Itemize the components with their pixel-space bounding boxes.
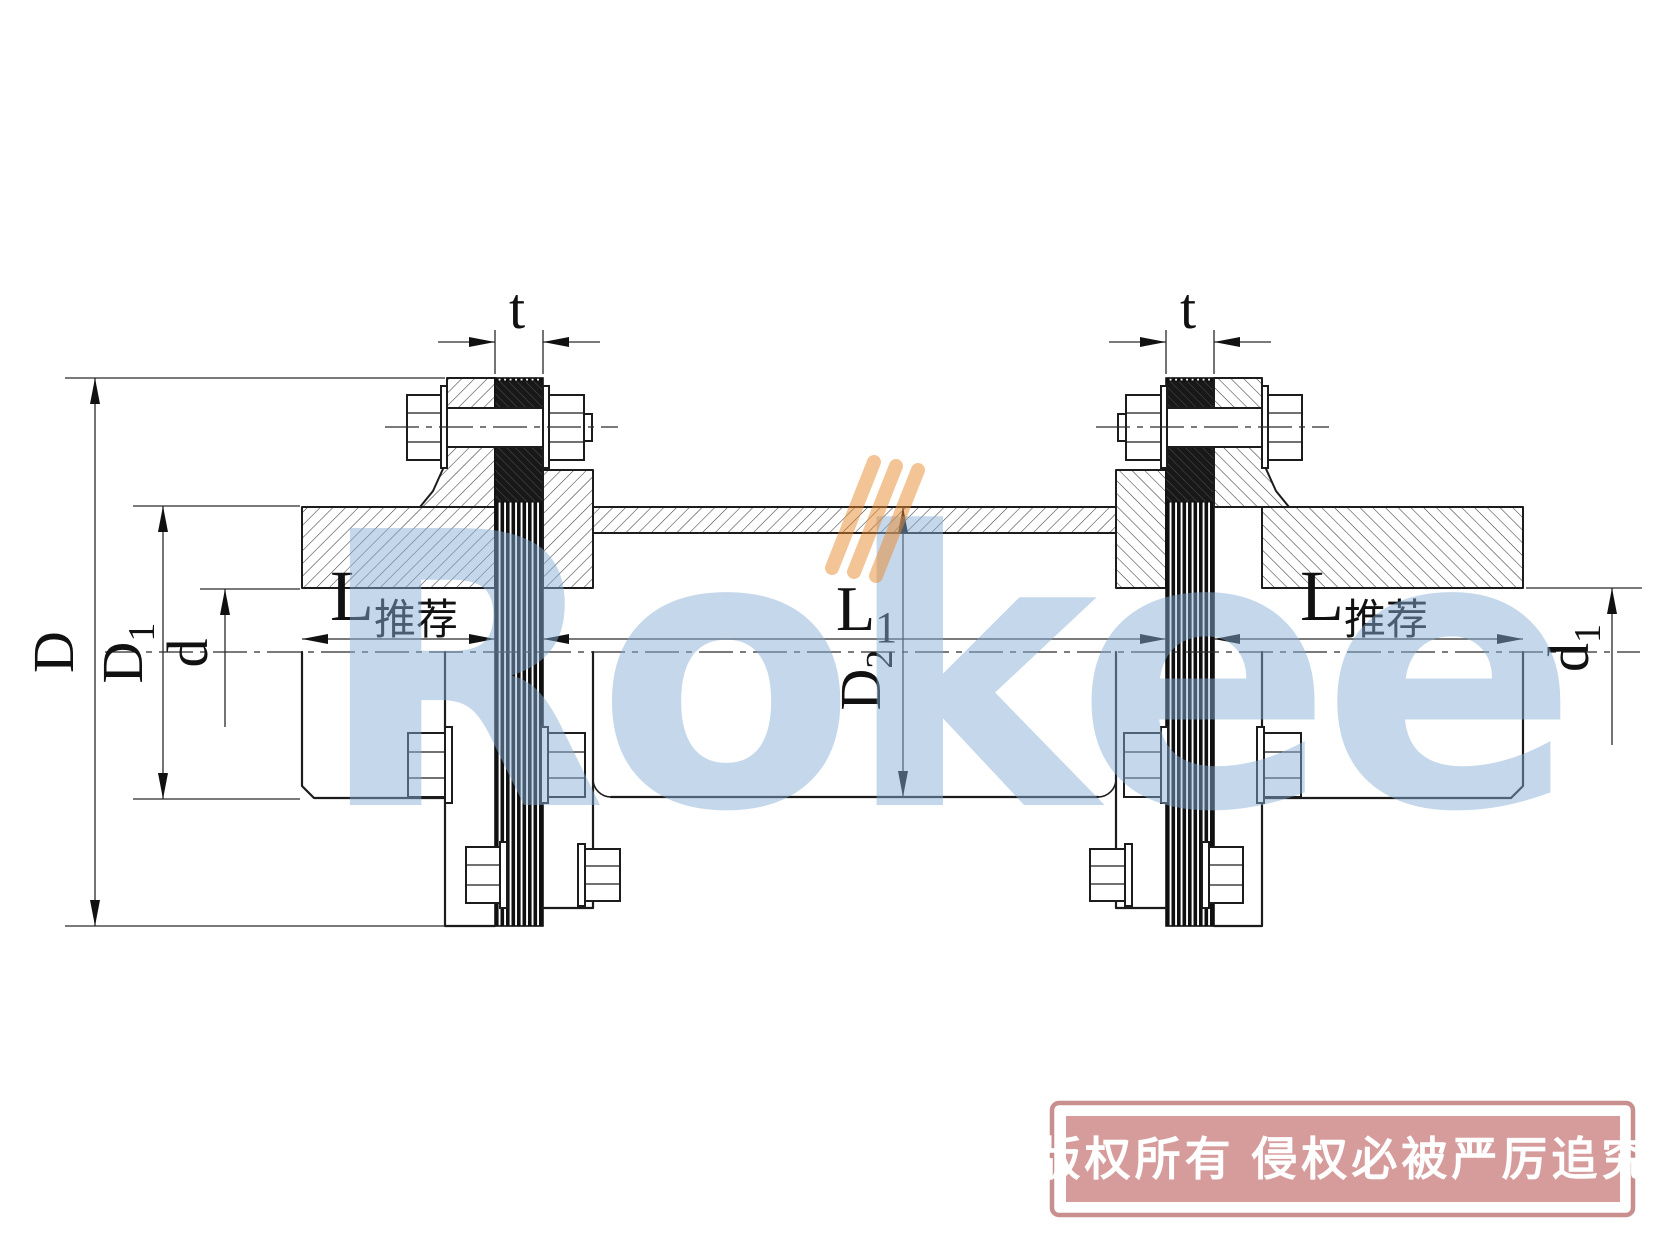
dim-label-D1: D1 bbox=[90, 623, 163, 684]
centerlines bbox=[105, 426, 1640, 653]
dim-label-L1: L1 bbox=[836, 573, 897, 652]
hex-nut-lower bbox=[465, 846, 501, 904]
hex-head-lower bbox=[584, 848, 621, 902]
dim-label-d: d bbox=[155, 639, 220, 668]
washer bbox=[1160, 726, 1169, 804]
right-hub-band bbox=[1261, 506, 1524, 589]
dimension-lines bbox=[65, 330, 1642, 927]
left-hub-silhouette bbox=[300, 650, 447, 800]
rokee-watermark-text: Rokee bbox=[315, 452, 1567, 895]
pack-right-upper-boss bbox=[1165, 380, 1215, 409]
hex-head-lower bbox=[1089, 848, 1126, 902]
pack-left-upper-boss bbox=[494, 380, 544, 409]
dim-label-d1: d1 bbox=[1536, 624, 1609, 672]
svg-text:d: d bbox=[155, 639, 220, 668]
dim-label-t-left: t bbox=[509, 276, 525, 341]
left-diaphragm-pack bbox=[494, 377, 544, 927]
washer bbox=[1124, 843, 1133, 907]
svg-text:D: D bbox=[21, 631, 86, 673]
dim-label-t-right: t bbox=[1180, 276, 1196, 341]
washer bbox=[444, 726, 453, 804]
pack-left-lower-boss bbox=[494, 446, 544, 503]
dim-label-D: D bbox=[21, 631, 86, 673]
stamp-inner-box bbox=[1066, 1116, 1620, 1202]
dim-label-L-rec-left: L推荐 bbox=[330, 556, 458, 644]
right-hub-silhouette bbox=[1260, 650, 1525, 800]
svg-text:d1: d1 bbox=[1536, 624, 1609, 672]
bottom-bolts-right bbox=[1089, 726, 1302, 909]
spacer-flange-right bbox=[1115, 469, 1167, 589]
svg-text:D1: D1 bbox=[90, 623, 163, 684]
hex-head bbox=[407, 732, 446, 798]
hex-nut-lower bbox=[1208, 846, 1244, 904]
dimension-labels: D D1 d L推荐 L1 D2 L推荐 d1 t t bbox=[21, 276, 1609, 710]
stamp-text: 版权所有 侵权必被严厉追究 bbox=[1035, 1133, 1652, 1185]
washer bbox=[499, 841, 508, 909]
bottom-bolts-left bbox=[407, 726, 621, 909]
dim-label-L-rec-right: L推荐 bbox=[1300, 556, 1428, 644]
stamp-outer-border bbox=[1049, 1100, 1636, 1218]
svg-text:D2: D2 bbox=[828, 650, 901, 711]
dim-label-D2: D2 bbox=[828, 650, 901, 711]
left-hub-band bbox=[301, 506, 496, 589]
rokee-orange-slashes-icon bbox=[825, 455, 925, 583]
brand-watermark: Rokee bbox=[315, 452, 1579, 895]
hex-head bbox=[1263, 732, 1302, 798]
copyright-stamp: 版权所有 侵权必被严厉追究 bbox=[1035, 1100, 1652, 1218]
hex-nut bbox=[547, 732, 586, 798]
